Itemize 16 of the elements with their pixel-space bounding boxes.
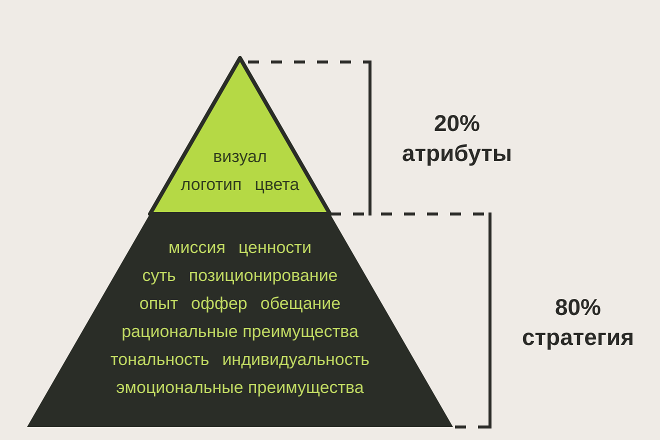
keyword: опыт [139, 294, 178, 314]
section-label: 80% стратегия [522, 293, 634, 352]
keyword: обещание [260, 294, 341, 314]
keyword: эмоциональные преимущества [116, 378, 364, 398]
keyword: суть [142, 266, 176, 286]
keyword: оффер [191, 294, 248, 314]
keyword: ценности [238, 238, 312, 258]
keyword: рациональные преимущества [122, 322, 358, 342]
keyword: индивидуальность [222, 350, 370, 370]
keyword: цвета [254, 175, 300, 195]
section-label: 20% атрибуты [402, 109, 512, 168]
keyword: позиционирование [188, 266, 338, 286]
keyword: тональность [110, 350, 210, 370]
keyword: миссия [168, 238, 226, 258]
keyword: логотип [180, 175, 242, 195]
keyword: визуал [213, 147, 267, 167]
